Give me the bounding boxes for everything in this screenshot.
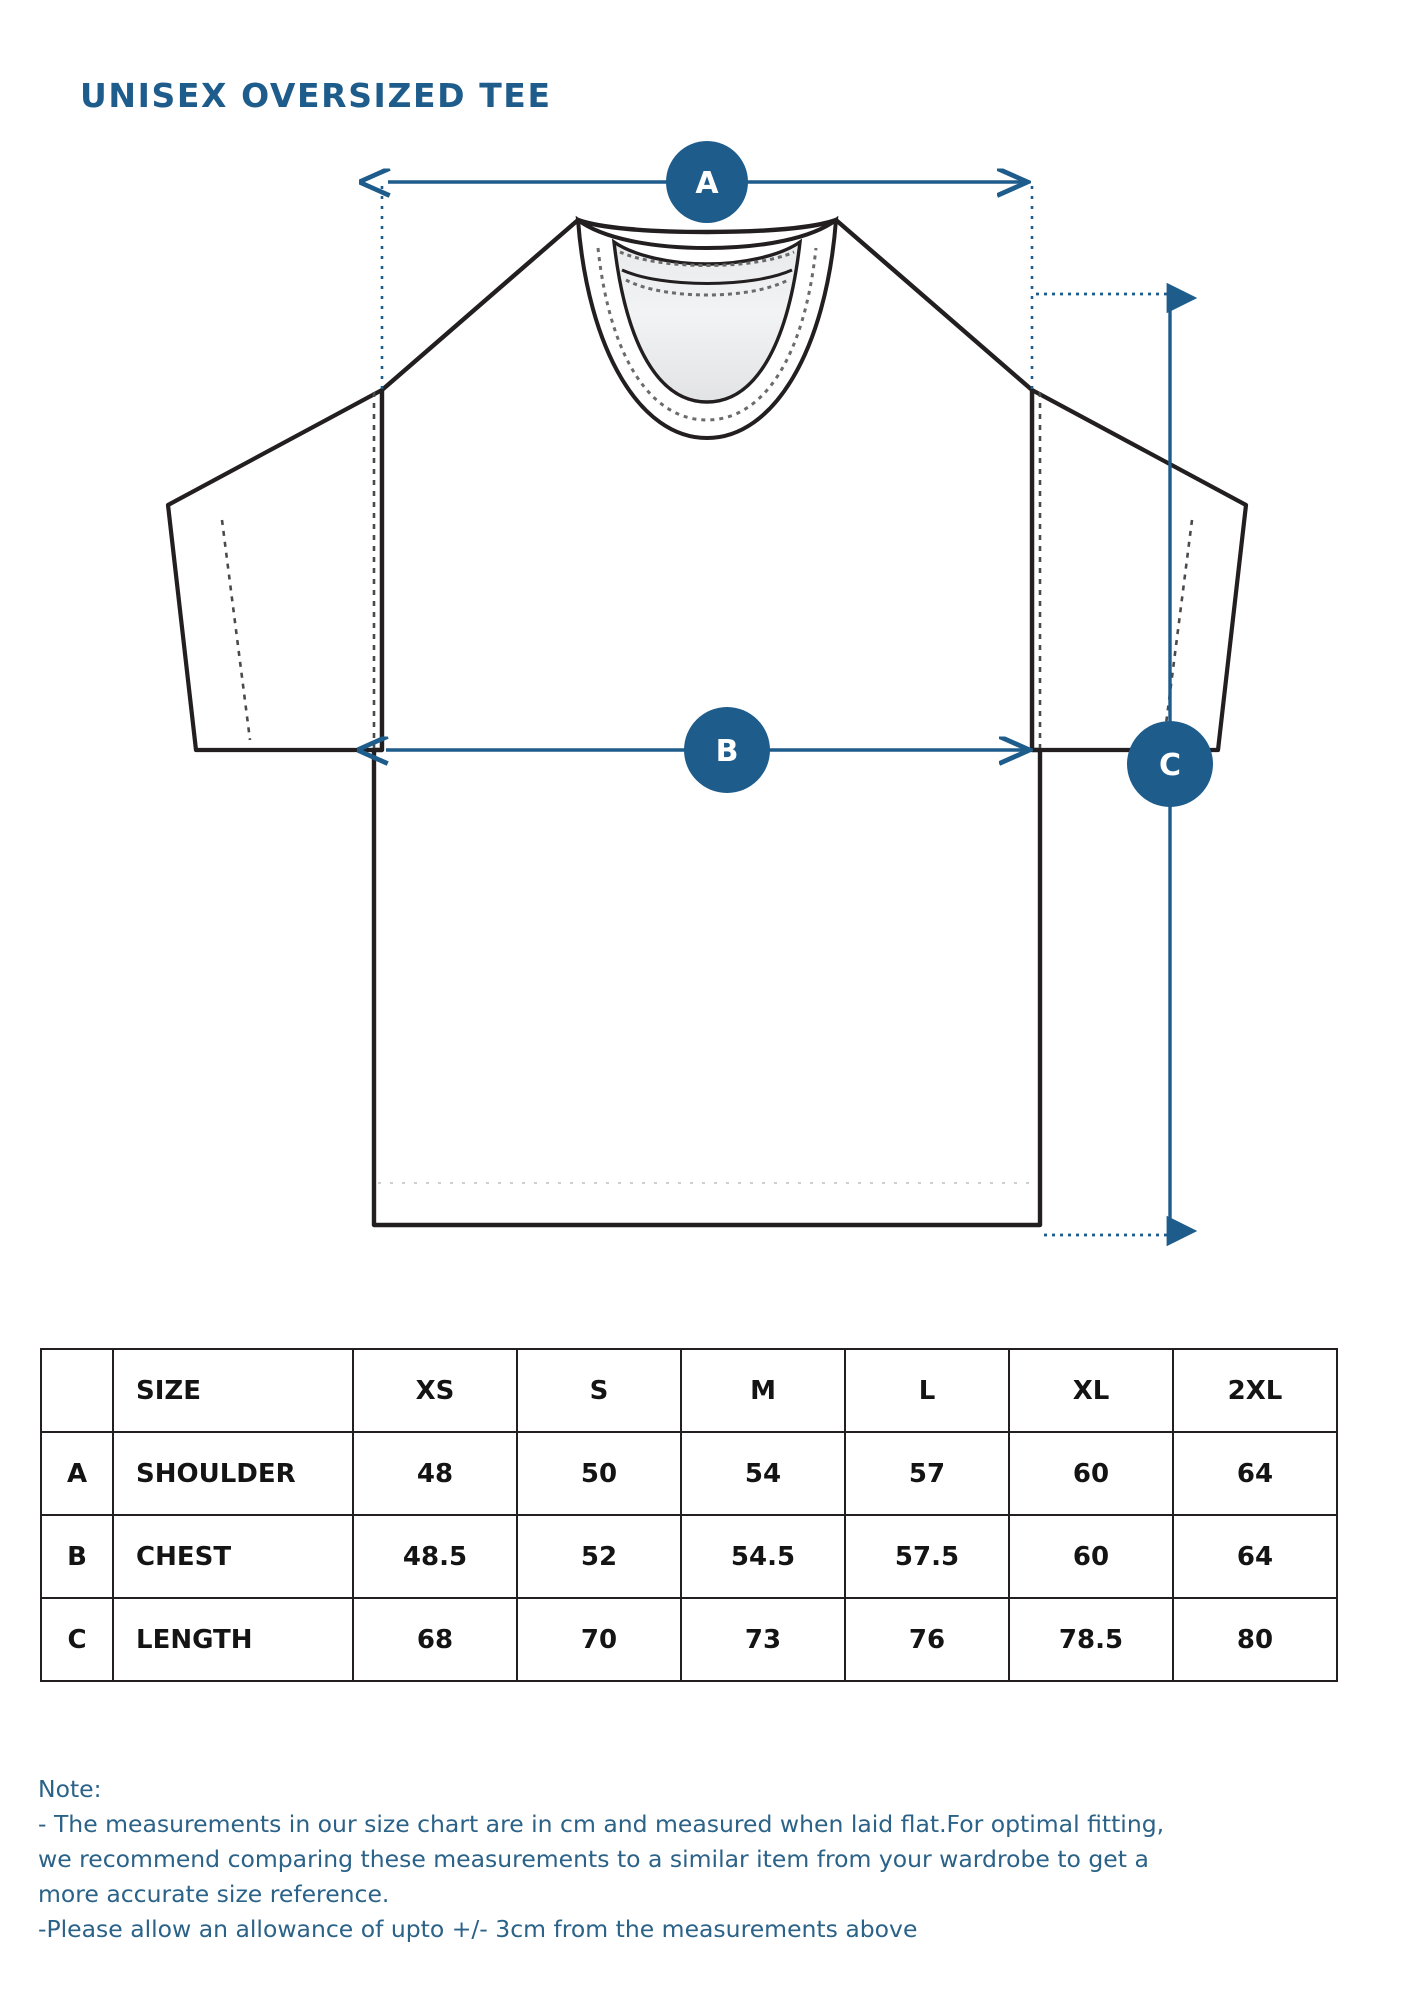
header-size-2xl: 2XL (1172, 1348, 1338, 1433)
shoulder-m: 54 (680, 1431, 846, 1516)
header-size-xs: XS (352, 1348, 518, 1433)
header-label-cell: SIZE (112, 1348, 354, 1433)
note-block: Note: - The measurements in our size cha… (38, 1772, 1348, 1947)
note-line-2: we recommend comparing these measurement… (38, 1845, 1149, 1873)
marker-b-badge (684, 707, 770, 793)
shoulder-2xl: 64 (1172, 1431, 1338, 1516)
neck-tape-stitch-upper (619, 250, 795, 267)
note-line-3: more accurate size reference. (38, 1880, 390, 1908)
tee-right-sleeve (1029, 387, 1249, 753)
row-letter-b: B (40, 1514, 114, 1599)
length-xs: 68 (352, 1597, 518, 1682)
length-xl: 78.5 (1008, 1597, 1174, 1682)
marker-c-label: C (1159, 748, 1181, 783)
shoulder-s: 50 (516, 1431, 682, 1516)
table-row: B CHEST 48.5 52 54.5 57.5 60 64 (40, 1514, 1338, 1599)
table-row: A SHOULDER 48 50 54 57 60 64 (40, 1431, 1338, 1516)
collar-outer-stitch (596, 247, 818, 422)
chest-s: 52 (516, 1514, 682, 1599)
row-label-length: LENGTH (112, 1597, 354, 1682)
neck-tape-stitch-lower (625, 278, 789, 297)
page-title: UNISEX OVERSIZED TEE (80, 76, 552, 115)
tee-left-sleeve (165, 387, 385, 753)
length-m: 73 (680, 1597, 846, 1682)
header-size-l: L (844, 1348, 1010, 1433)
note-line-1: - The measurements in our size chart are… (38, 1810, 1165, 1838)
header-size-s: S (516, 1348, 682, 1433)
table-header-row: SIZE XS S M L XL 2XL (40, 1348, 1338, 1433)
row-label-shoulder: SHOULDER (112, 1431, 354, 1516)
size-chart-table: SIZE XS S M L XL 2XL A SHOULDER 48 50 54… (40, 1348, 1338, 1682)
chest-m: 54.5 (680, 1514, 846, 1599)
left-sleeve-stitch (220, 519, 252, 741)
chest-l: 57.5 (844, 1514, 1010, 1599)
row-letter-a: A (40, 1431, 114, 1516)
row-label-chest: CHEST (112, 1514, 354, 1599)
tee-diagram: A B C (0, 120, 1414, 1260)
length-2xl: 80 (1172, 1597, 1338, 1682)
chest-xs: 48.5 (352, 1514, 518, 1599)
neck-tape-edge (621, 268, 793, 285)
header-size-m: M (680, 1348, 846, 1433)
shoulder-l: 57 (844, 1431, 1010, 1516)
marker-a-badge (666, 141, 748, 223)
collar-inner-opening (611, 238, 803, 404)
chest-xl: 60 (1008, 1514, 1174, 1599)
shoulder-xs: 48 (352, 1431, 518, 1516)
length-s: 70 (516, 1597, 682, 1682)
marker-c-badge (1127, 721, 1213, 807)
shoulder-xl: 60 (1008, 1431, 1174, 1516)
header-letter-cell (40, 1348, 114, 1433)
marker-a-label: A (695, 166, 719, 201)
header-size-xl: XL (1008, 1348, 1174, 1433)
length-l: 76 (844, 1597, 1010, 1682)
note-heading: Note: (38, 1775, 102, 1803)
marker-b-label: B (716, 734, 739, 769)
row-letter-c: C (40, 1597, 114, 1682)
note-line-4: -Please allow an allowance of upto +/- 3… (38, 1915, 918, 1943)
table-row: C LENGTH 68 70 73 76 78.5 80 (40, 1597, 1338, 1682)
chest-2xl: 64 (1172, 1514, 1338, 1599)
